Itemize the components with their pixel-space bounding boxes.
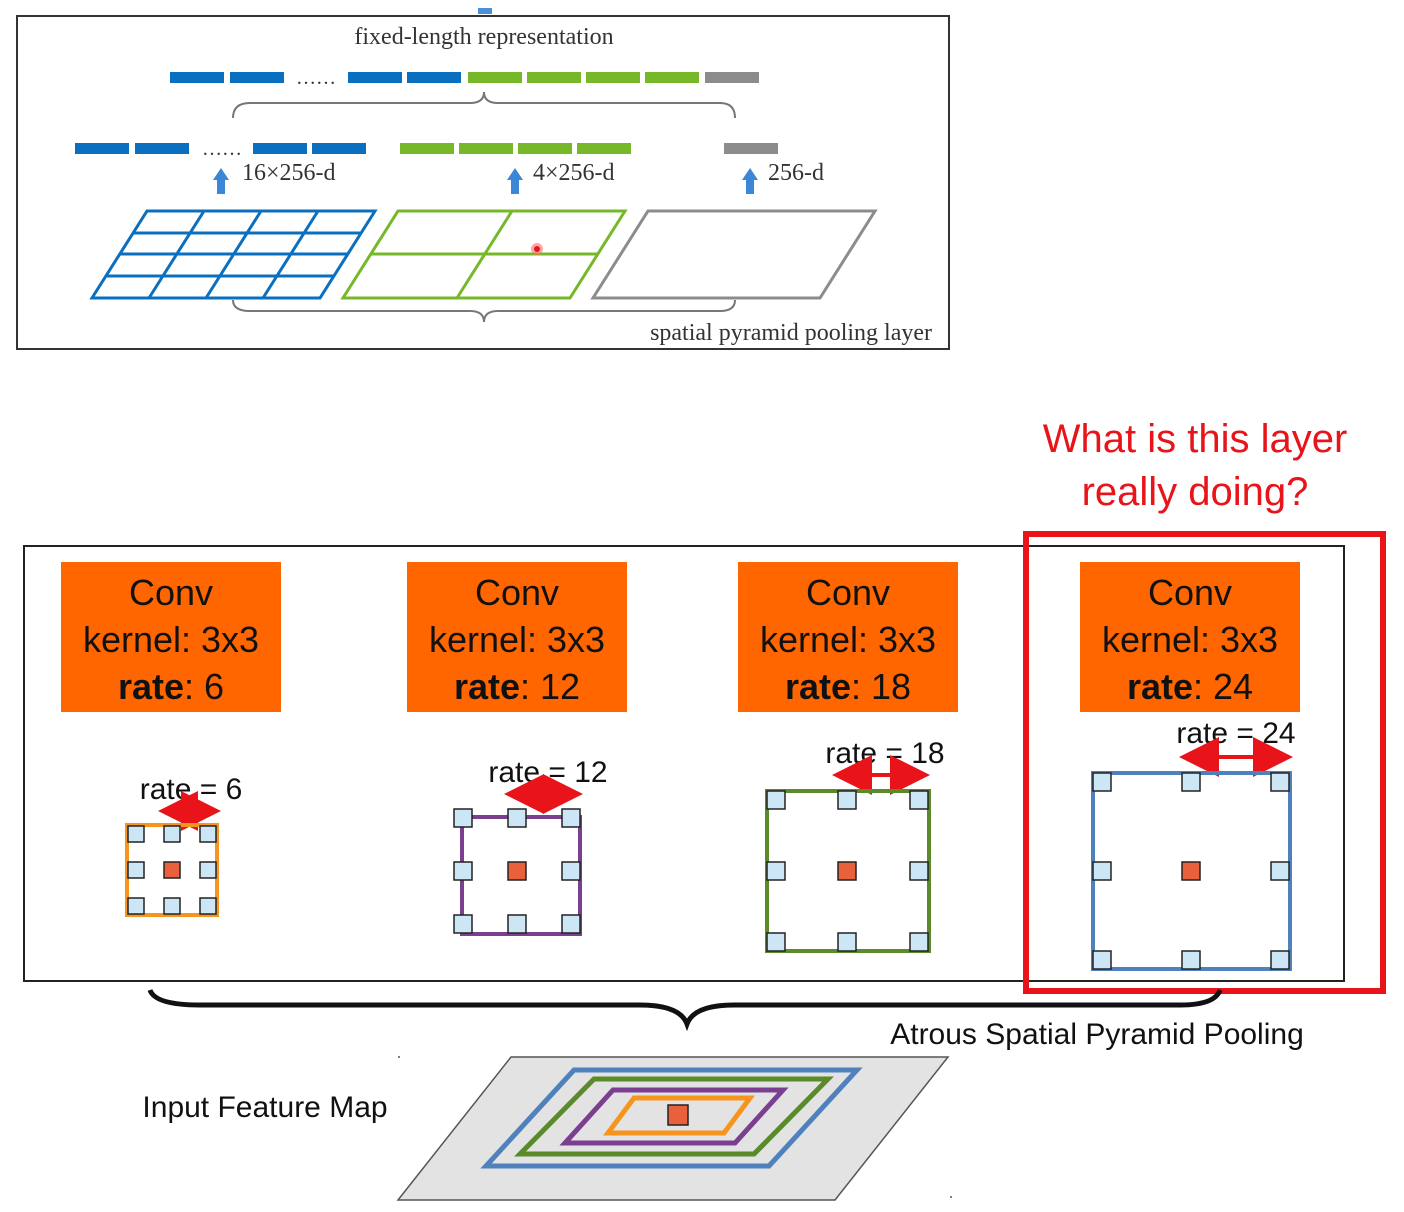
- kernel-rate-12: [453, 808, 582, 936]
- stray-dot: [950, 1196, 952, 1198]
- svg-text:kernel: 3x3: kernel: 3x3: [429, 619, 605, 660]
- kernel-rate-6: [125, 823, 219, 917]
- rate-label-6: rate = 6: [140, 773, 243, 806]
- svg-text:kernel: 3x3: kernel: 3x3: [83, 619, 259, 660]
- input-feature-map-label: Input Feature Map: [142, 1091, 387, 1124]
- level1-vector: ……: [75, 138, 366, 160]
- level3-label: 256-d: [768, 160, 824, 186]
- aspp-label: Atrous Spatial Pyramid Pooling: [890, 1018, 1304, 1051]
- rate-label-24: rate = 24: [1176, 717, 1295, 750]
- svg-text:Conv: Conv: [1148, 572, 1232, 613]
- rate-label-18: rate = 18: [825, 737, 944, 770]
- grid-2x2: [340, 209, 628, 300]
- svg-text:……: ……: [296, 67, 336, 89]
- question-line1: What is this layer: [1043, 417, 1348, 461]
- conv-box-4: Conv kernel: 3x3 rate: 24: [1080, 562, 1300, 712]
- question-line2: really doing?: [1082, 470, 1309, 514]
- cursor-marker: [531, 243, 543, 255]
- svg-text:Conv: Conv: [806, 572, 890, 613]
- svg-text:Conv: Conv: [129, 572, 213, 613]
- fixed-length-vector: ……: [170, 67, 759, 89]
- svg-text:rate: 18: rate: 18: [785, 666, 911, 707]
- level3-vector: [724, 143, 778, 154]
- spp-lower-brace: [232, 299, 736, 323]
- level2-vector: [400, 143, 631, 154]
- spp-title: fixed-length representation: [354, 24, 613, 50]
- conv-box-1: Conv kernel: 3x3 rate: 6: [61, 562, 281, 712]
- svg-text:rate: 24: rate: 24: [1127, 666, 1253, 707]
- input-feature-map: [396, 1056, 950, 1201]
- spp-crop-artifact: [478, 8, 492, 14]
- spp-frame: [16, 15, 950, 350]
- kernel-rate-18: [765, 789, 931, 953]
- highlight-box: [1023, 531, 1386, 994]
- svg-text:Conv: Conv: [475, 572, 559, 613]
- rate-arrows: [158, 737, 1293, 831]
- level2-label: 4×256-d: [533, 160, 615, 186]
- spp-upper-brace: [232, 91, 736, 119]
- spp-figure: fixed-length representation …… ……: [16, 8, 950, 350]
- svg-text:……: ……: [202, 138, 242, 160]
- aspp-brace: [147, 988, 1223, 1032]
- svg-text:rate: 6: rate: 6: [118, 666, 224, 707]
- svg-text:rate: 12: rate: 12: [454, 666, 580, 707]
- stray-dot: [398, 1056, 400, 1058]
- conv-box-2: Conv kernel: 3x3 rate: 12: [407, 562, 627, 712]
- conv-box-3: Conv kernel: 3x3 rate: 18: [738, 562, 958, 712]
- grid-4x4: [89, 209, 378, 300]
- svg-text:kernel: 3x3: kernel: 3x3: [760, 619, 936, 660]
- rate-label-12: rate = 12: [488, 756, 607, 789]
- svg-text:kernel: 3x3: kernel: 3x3: [1102, 619, 1278, 660]
- level1-label: 16×256-d: [242, 160, 336, 186]
- grid-1x1: [590, 209, 878, 300]
- level-arrows: [213, 168, 758, 194]
- kernel-rate-24: [1091, 771, 1292, 971]
- spp-layer-label: spatial pyramid pooling layer: [650, 320, 932, 346]
